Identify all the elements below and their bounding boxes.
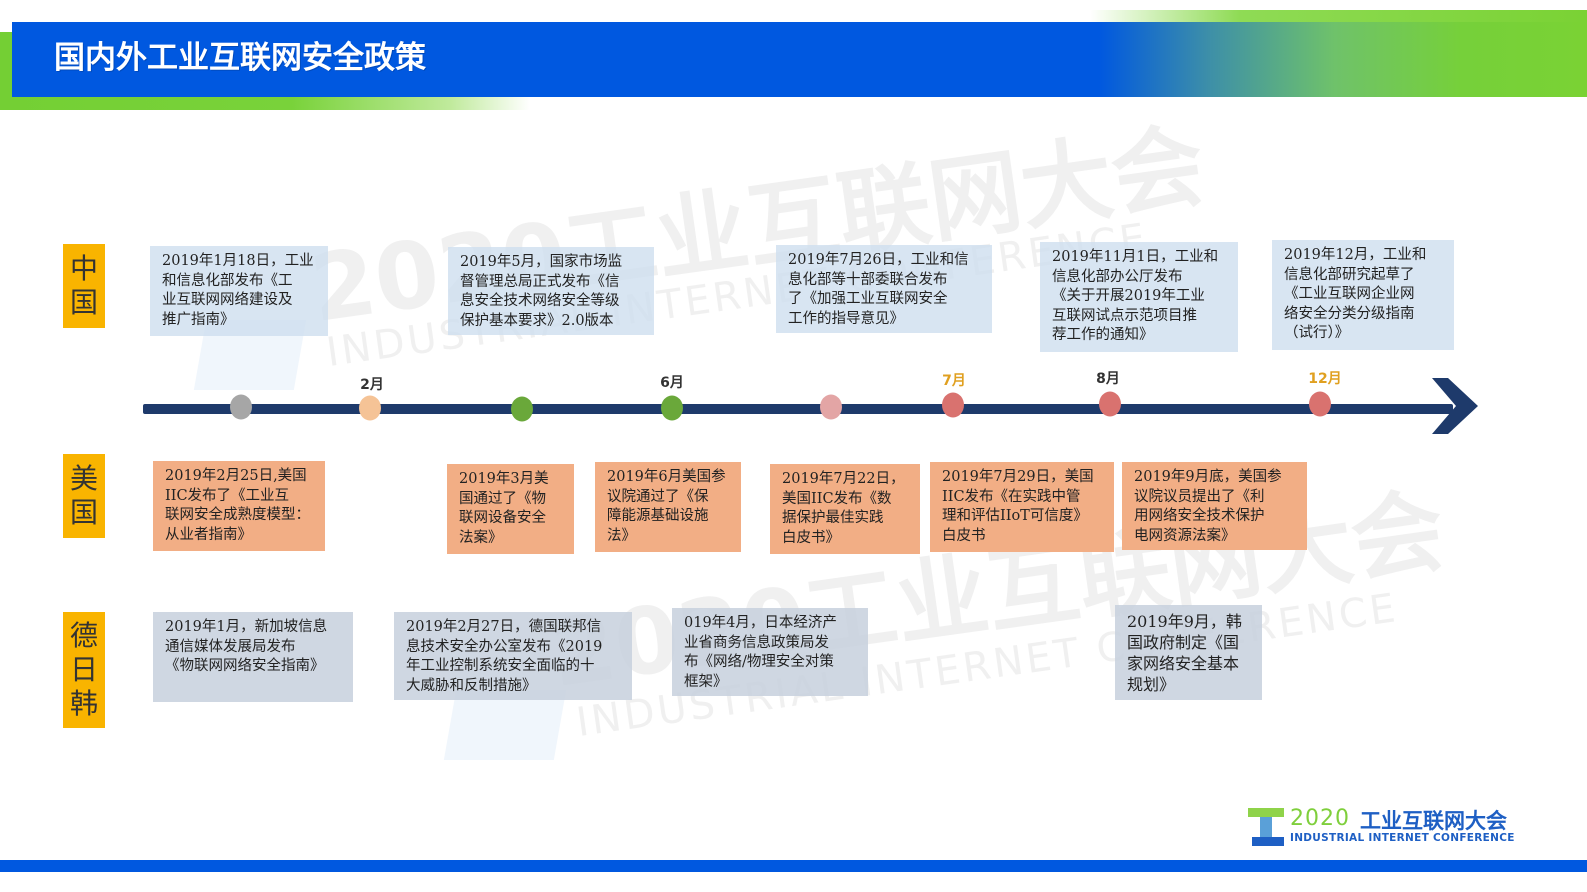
footer-bar xyxy=(0,860,1587,872)
page-title: 国内外工业互联网安全政策 xyxy=(54,40,426,76)
logo-title-en: INDUSTRIAL INTERNET CONFERENCE xyxy=(1290,832,1515,844)
row-label-char: 日 xyxy=(69,653,98,686)
row-label-usa: 美 国 xyxy=(63,454,105,538)
timeline-dot xyxy=(661,395,683,421)
row-label-china: 中 国 xyxy=(63,244,105,328)
de-jp-kr-policy-box: 2019年9月，韩 国政府制定《国 家网络安全基本 规划》 xyxy=(1115,605,1262,700)
timeline-dot xyxy=(511,396,533,422)
usa-policy-box: 2019年3月美 国通过了《物 联网设备安全 法案》 xyxy=(447,464,574,554)
usa-policy-box: 2019年9月底，美国参 议院议员提出了《利 用网络安全技术保护 电网资源法案》 xyxy=(1122,462,1307,550)
row-label-de-jp-kr: 德 日 韩 xyxy=(63,612,105,728)
timeline-dot xyxy=(1099,391,1121,417)
row-label-char: 中 xyxy=(69,252,98,285)
timeline-month-label: 7月 xyxy=(942,373,966,389)
usa-policy-box: 2019年6月美国参 议院通过了《保 障能源基础设施 法》 xyxy=(595,462,741,552)
timeline-dot xyxy=(230,394,252,420)
timeline-month-label: 12月 xyxy=(1308,371,1342,387)
logo-t-icon xyxy=(1248,808,1284,846)
timeline-dot xyxy=(820,394,842,420)
row-label-char: 国 xyxy=(69,286,98,319)
usa-policy-box: 2019年7月29日，美国 IIC发布《在实践中管 理和评估IIoT可信度》 白… xyxy=(930,462,1114,552)
timeline-month-label: 6月 xyxy=(660,375,684,391)
row-label-char: 美 xyxy=(69,462,98,495)
timeline-arrowhead-icon xyxy=(1432,378,1478,434)
header-green-accent-top xyxy=(1090,10,1587,24)
conference-logo: 2020 工业互联网大会 INDUSTRIAL INTERNET CONFERE… xyxy=(1248,806,1528,846)
timeline-axis xyxy=(143,404,1453,414)
timeline-month-label: 8月 xyxy=(1096,371,1120,387)
timeline-month-label: 2月 xyxy=(360,377,384,393)
china-policy-box: 2019年5月，国家市场监 督管理总局正式发布《信 息安全技术网络安全等级 保护… xyxy=(448,247,654,335)
row-label-char: 韩 xyxy=(69,687,98,720)
timeline-dot xyxy=(1309,391,1331,417)
logo-title-cn: 工业互联网大会 xyxy=(1360,809,1507,833)
row-label-char: 德 xyxy=(69,619,98,652)
de-jp-kr-policy-box: 2019年2月27日，德国联邦信 息技术安全办公室发布《2019 年工业控制系统… xyxy=(394,612,632,700)
china-policy-box: 2019年1月18日，工业 和信息化部发布《工 业互联网网络建设及 推广指南》 xyxy=(150,246,328,336)
timeline-dot xyxy=(942,392,964,418)
china-policy-box: 2019年11月1日，工业和 信息化部办公厅发布 《关于开展2019年工业 互联… xyxy=(1040,242,1238,352)
china-policy-box: 2019年12月，工业和 信息化部研究起草了 《工业互联网企业网 络安全分类分级… xyxy=(1272,240,1454,350)
usa-policy-box: 2019年7月22日， 美国IIC发布《数 据保护最佳实践 白皮书》 xyxy=(770,464,920,554)
usa-policy-box: 2019年2月25日,美国 IIC发布了《工业互 联网安全成熟度模型： 从业者指… xyxy=(153,461,325,551)
timeline-dot xyxy=(359,395,381,421)
row-label-char: 国 xyxy=(69,496,98,529)
de-jp-kr-policy-box: 2019年1月，新加坡信息 通信媒体发展局发布 《物联网网络安全指南》 xyxy=(153,612,353,702)
logo-year: 2020 xyxy=(1290,806,1350,831)
header-bar xyxy=(12,22,1587,97)
china-policy-box: 2019年7月26日，工业和信 息化部等十部委联合发布 了《加强工业互联网安全 … xyxy=(776,245,992,333)
de-jp-kr-policy-box: 019年4月，日本经济产 业省商务信息政策局发 布《网络/物理安全对策 框架》 xyxy=(672,608,868,696)
watermark-logo-shape xyxy=(443,690,567,760)
